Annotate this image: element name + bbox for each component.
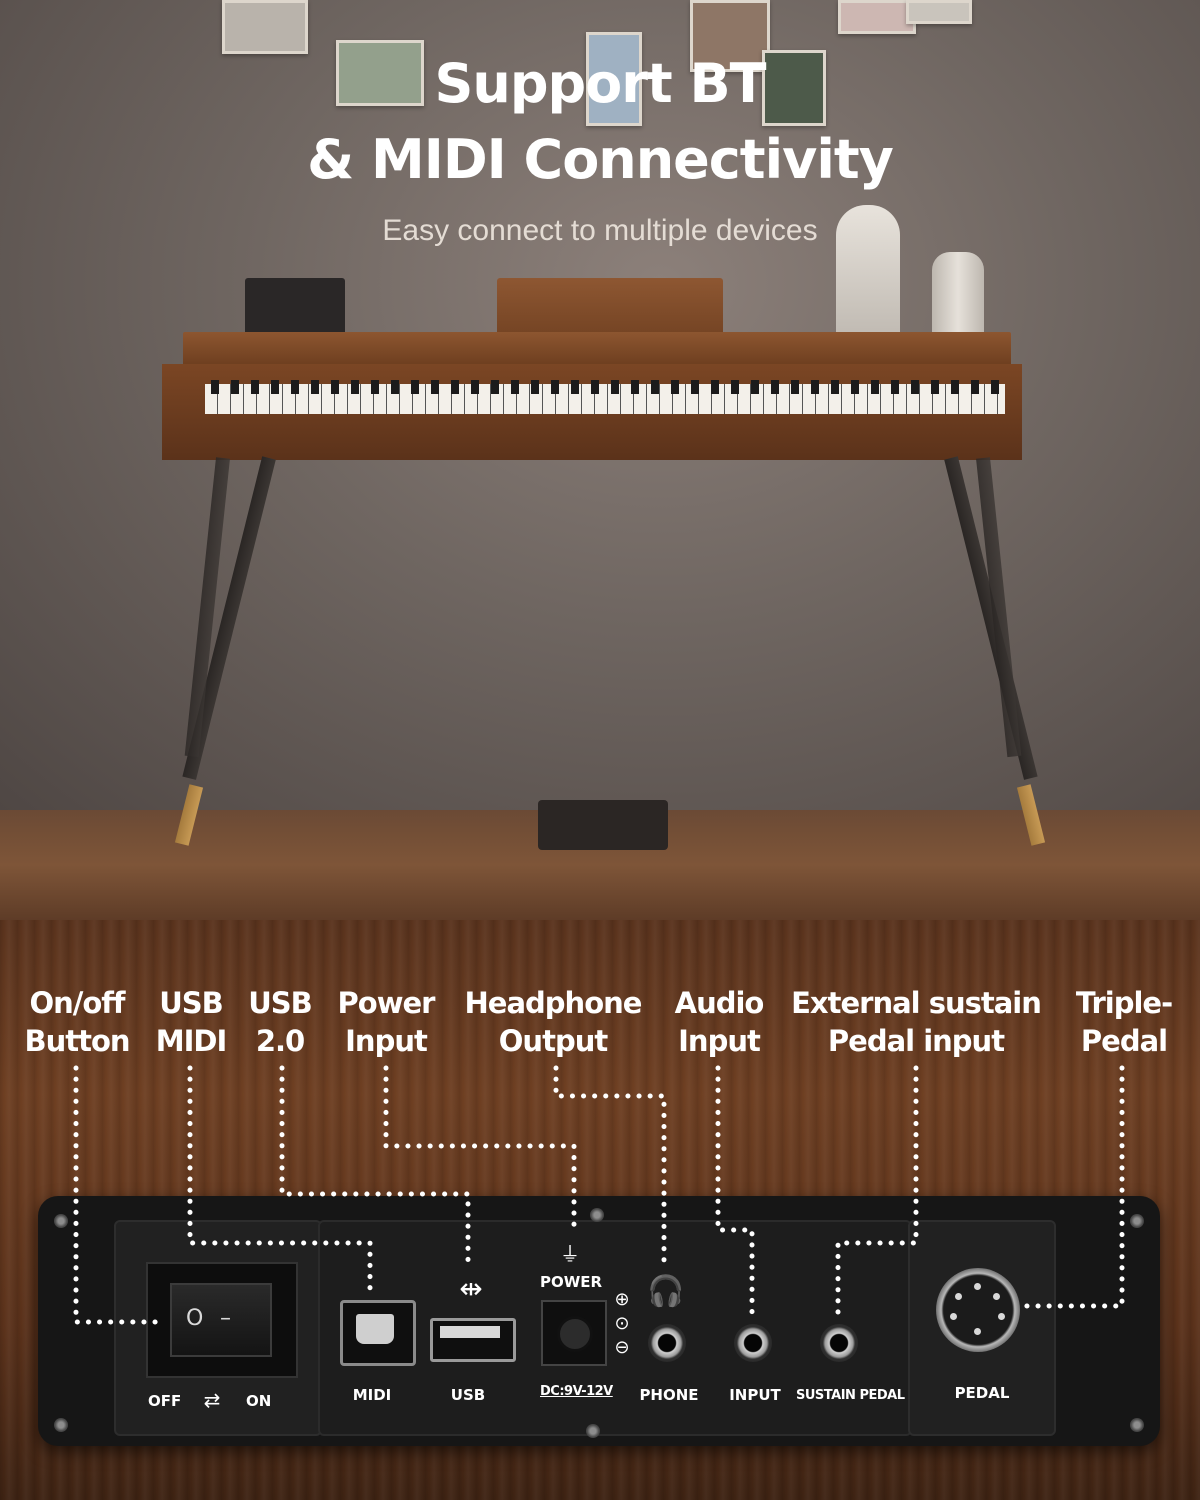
callout-line: USB	[248, 986, 313, 1020]
callout-line: Button	[24, 1024, 130, 1058]
screw	[1130, 1418, 1144, 1432]
callout-audio-input: Audio Input	[664, 984, 774, 1060]
triple-pedal-din-port[interactable]	[936, 1268, 1020, 1352]
dc-voltage-label: DC:9V-12V	[540, 1384, 613, 1399]
callout-line: Headphone	[464, 986, 643, 1020]
usb-2-port[interactable]	[430, 1318, 516, 1362]
screw	[590, 1208, 604, 1222]
callout-external-sustain: External sustain Pedal input	[782, 984, 1050, 1060]
callout-line: 2.0	[255, 1024, 305, 1058]
midi-label: MIDI	[352, 1386, 392, 1404]
screw	[1130, 1214, 1144, 1228]
headline-line-1: Support BT	[434, 52, 767, 115]
pedal-section	[908, 1220, 1056, 1436]
power-rocker-switch[interactable]	[170, 1283, 272, 1357]
wall-photo	[762, 50, 826, 126]
callout-usb-2: USB 2.0	[240, 984, 320, 1060]
headline-line-2: & MIDI Connectivity	[307, 128, 894, 191]
flower-vase	[932, 252, 984, 342]
switch-off-label: OFF	[148, 1392, 182, 1410]
wall-photo	[222, 0, 308, 54]
input-label: INPUT	[729, 1386, 781, 1404]
callout-line-on-off	[73, 1065, 161, 1325]
audio-input-jack[interactable]	[734, 1324, 772, 1362]
callout-line-usb-midi	[187, 1065, 373, 1299]
callout-power-input: Power Input	[328, 984, 444, 1060]
callout-line-triple-pedal	[1023, 1065, 1125, 1309]
callout-line: Power	[337, 986, 436, 1020]
callout-triple-pedal: Triple- Pedal	[1060, 984, 1188, 1060]
usb-midi-port-contact	[356, 1314, 394, 1344]
callout-line: Input	[345, 1024, 428, 1058]
piano-black-keys	[205, 380, 1005, 394]
callout-line: Pedal input	[827, 1024, 1005, 1058]
usb-trident-icon: ⇹	[459, 1272, 483, 1305]
sustain-pedal-label: SUSTAIN PEDAL	[796, 1388, 905, 1403]
wall-photo	[586, 32, 642, 126]
wall-photo	[906, 0, 972, 24]
metronome	[245, 278, 345, 340]
callout-line-usb-2	[279, 1065, 471, 1265]
subtitle: Easy connect to multiple devices	[382, 214, 818, 247]
screw	[54, 1214, 68, 1228]
bust-statue	[836, 205, 900, 340]
callout-line: Audio	[674, 986, 765, 1020]
piano-lid	[183, 332, 1011, 366]
triple-pedal-unit	[538, 800, 668, 850]
din-pin	[993, 1293, 1000, 1300]
dc-power-jack-hole	[557, 1316, 593, 1352]
dc-polarity-icon: ⊕⊙⊖	[614, 1289, 630, 1358]
wall-photo	[690, 0, 770, 72]
usb-label: USB	[450, 1386, 486, 1404]
callout-usb-midi: USB MIDI	[148, 984, 234, 1060]
wall-photo	[336, 40, 424, 106]
phone-label: PHONE	[639, 1386, 699, 1404]
switch-off-symbol: O	[186, 1306, 204, 1331]
din-pin	[974, 1328, 981, 1335]
callout-line: Triple-	[1075, 986, 1173, 1020]
sustain-pedal-jack[interactable]	[820, 1324, 858, 1362]
headphone-icon: 🎧	[647, 1274, 685, 1309]
din-pin	[955, 1293, 962, 1300]
switch-arrows-icon: ⇄	[203, 1388, 221, 1412]
callout-line: USB	[159, 986, 224, 1020]
din-pin	[998, 1313, 1005, 1320]
switch-on-label: ON	[246, 1392, 272, 1410]
usb-2-port-contact	[440, 1326, 500, 1338]
callout-line: Pedal	[1080, 1024, 1168, 1058]
callout-headphone-output: Headphone Output	[452, 984, 654, 1060]
callout-line-power-input	[383, 1065, 577, 1233]
callout-on-off: On/off Button	[14, 984, 140, 1060]
power-label: POWER	[539, 1273, 603, 1291]
power-plug-icon: ⏚	[560, 1242, 580, 1266]
callout-line: Output	[498, 1024, 608, 1058]
callout-line-audio-input	[715, 1065, 755, 1321]
wall-photo	[838, 0, 916, 34]
callout-line: External sustain	[791, 986, 1042, 1020]
screw	[586, 1424, 600, 1438]
callout-line: MIDI	[155, 1024, 228, 1058]
din-pin	[950, 1313, 957, 1320]
headphone-jack[interactable]	[648, 1324, 686, 1362]
screw	[54, 1418, 68, 1432]
callout-line-sustain-pedal	[835, 1065, 919, 1321]
callout-line-headphone-output	[553, 1065, 667, 1271]
din-pin	[974, 1283, 981, 1290]
callout-line: On/off	[29, 986, 125, 1020]
pedal-label: PEDAL	[954, 1384, 1010, 1402]
callout-line: Input	[678, 1024, 761, 1058]
ports-section	[318, 1220, 912, 1436]
switch-on-symbol: –	[220, 1306, 231, 1331]
